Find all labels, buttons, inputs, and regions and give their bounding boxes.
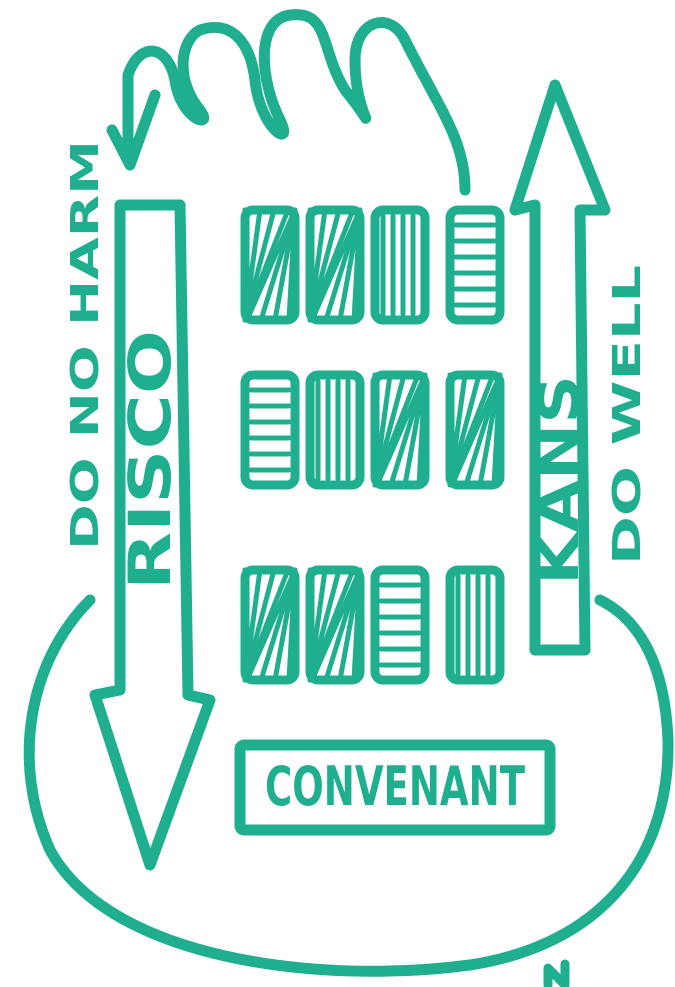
risk-arrow-label: RISCO	[116, 330, 184, 590]
opportunity-side-label: DO WELL	[605, 265, 649, 565]
grid-block	[450, 210, 500, 320]
grid-block	[310, 375, 360, 485]
grid-block	[310, 570, 360, 680]
coil-loop-arrow	[128, 15, 465, 190]
grid-block	[375, 210, 425, 320]
grid-block	[245, 570, 295, 680]
grid-block	[450, 375, 500, 485]
building-grid	[245, 210, 500, 680]
risk-side-label: DO NO HARM	[63, 140, 107, 550]
grid-block	[375, 570, 425, 680]
grid-block	[245, 210, 295, 320]
opportunity-arrow-label: KANS	[527, 375, 592, 585]
corner-mark	[548, 964, 565, 985]
covenant-label: CONVENANT	[265, 755, 525, 818]
grid-block	[450, 570, 500, 680]
grid-block	[245, 375, 295, 485]
grid-block	[375, 375, 425, 485]
grid-block	[310, 210, 360, 320]
